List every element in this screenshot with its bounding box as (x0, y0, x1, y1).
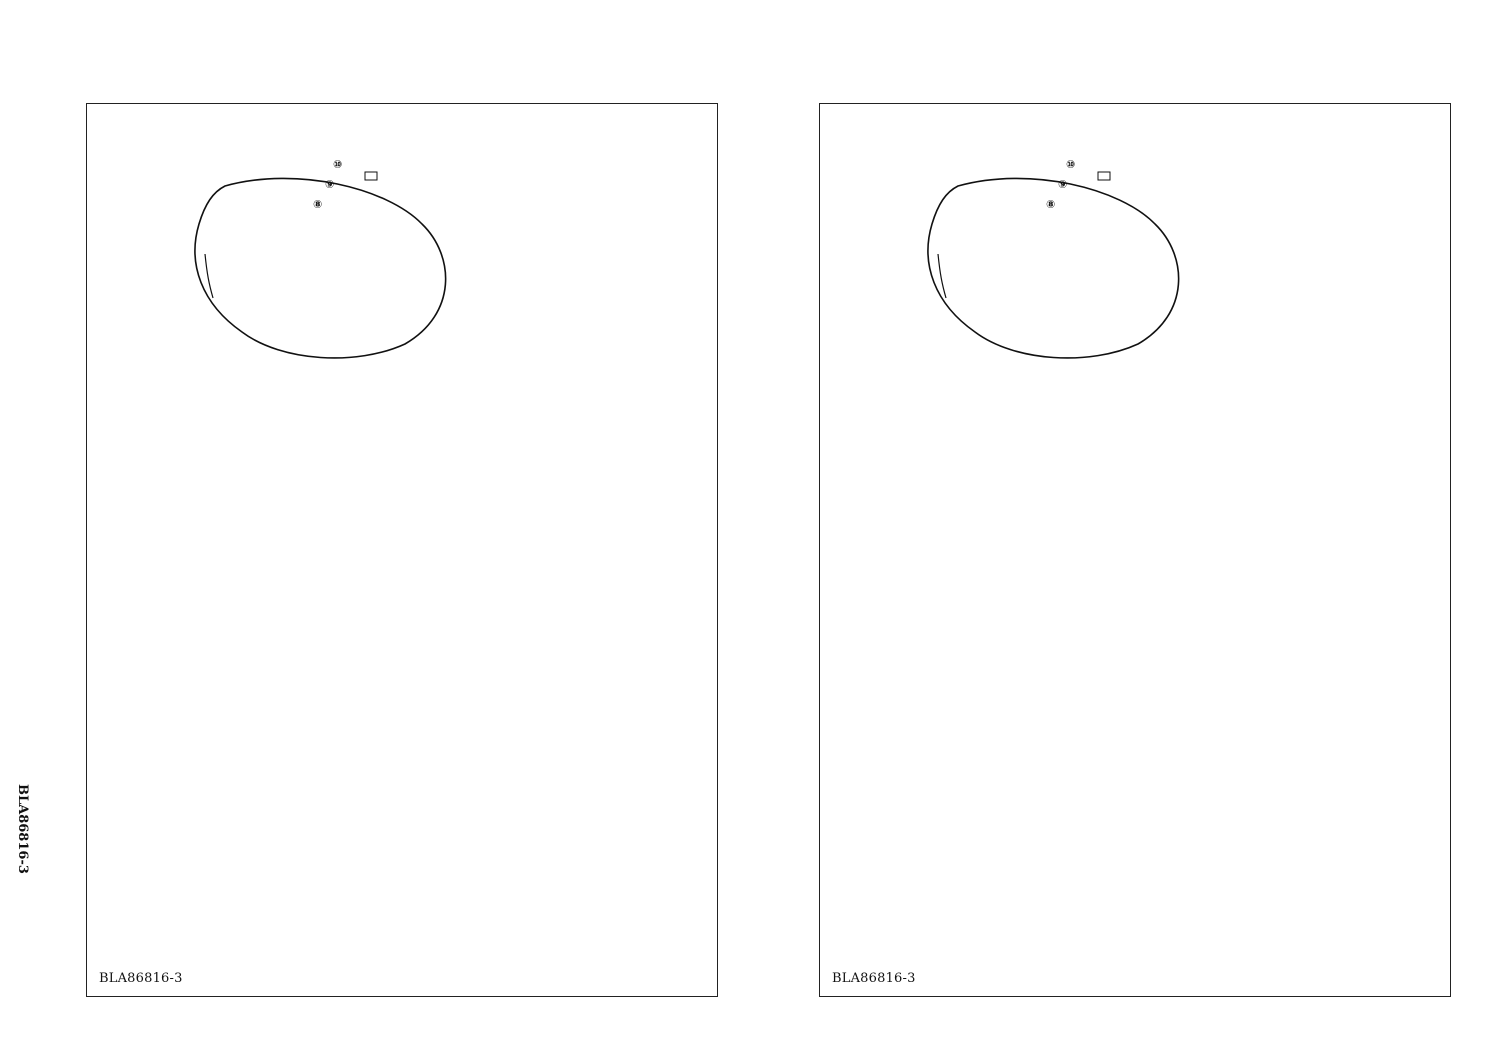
step-9-marker: ⑨ (1058, 178, 1067, 191)
lamp-assembly-drawing: ⑩ ⑨ ⑧ ⑦ ⑥ ⑤ ④ ① (927, 158, 1180, 359)
step-8-marker: ⑧ (1046, 198, 1055, 211)
assembly-panel-right: ⑩ ⑨ ⑧ ⑦ ⑥ ⑤ ④ ① (819, 103, 1451, 997)
panel-code: BLA86816-3 (832, 971, 916, 986)
step-10-marker: ⑩ (1066, 158, 1075, 171)
assembly-panel-left: ⑩ ⑨ ⑧ ⑦ ⑥ ⑤ ④ ① (86, 103, 718, 997)
rotate-arrow-icon: ⑦ ⑥ ⑤ ④ ① ② (937, 253, 947, 299)
top-finial-parts (1097, 171, 1111, 181)
lamp-assembly-drawing: ⑩ ⑨ ⑧ ⑦ ⑥ ⑤ ④ ① (194, 158, 447, 359)
step-10-marker: ⑩ (333, 158, 342, 171)
side-document-code: BLA86816-3 (15, 784, 30, 874)
panel-code: BLA86816-3 (99, 971, 183, 986)
lamp-shade (927, 177, 1180, 359)
top-finial-parts (364, 171, 378, 181)
assembly-diagram: ⑩ ⑨ ⑧ ⑦ ⑥ ⑤ ④ ① (927, 158, 1180, 359)
lamp-shade (194, 177, 447, 359)
assembly-diagram: ⑩ ⑨ ⑧ ⑦ ⑥ ⑤ ④ ① (194, 158, 447, 359)
rotate-arrow-icon: ⑦ ⑥ ⑤ ④ ① ② (204, 253, 214, 299)
step-9-marker: ⑨ (325, 178, 334, 191)
step-8-marker: ⑧ (313, 198, 322, 211)
